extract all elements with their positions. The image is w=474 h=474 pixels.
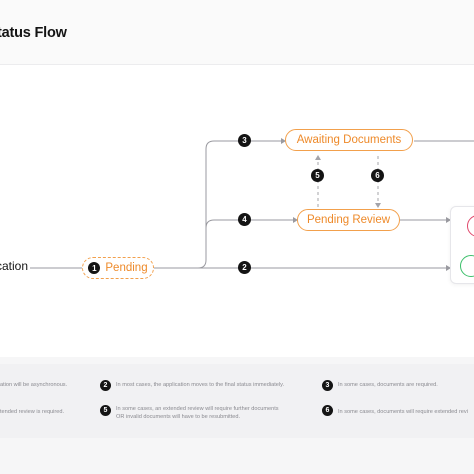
marker-4: 4 [238, 213, 251, 226]
node-pending[interactable]: 1 Pending [82, 257, 154, 279]
final-status-card [450, 206, 474, 284]
arrow-final [446, 265, 451, 271]
connector-branch [154, 140, 285, 269]
marker-2: 2 [238, 261, 251, 274]
marker-3: 3 [238, 134, 251, 147]
arrow-awaiting [281, 138, 286, 144]
node-pending-review-label: Pending Review [306, 214, 391, 226]
legend-text-6: In some cases, documents will require ex… [338, 409, 468, 415]
node-pending-label: Pending [105, 262, 148, 274]
legend-text-4: tended review is required. [0, 409, 65, 415]
legend-text-5: In some cases, an extended review will r… [116, 406, 279, 420]
page-title: tatus Flow [0, 25, 67, 41]
arrow-review [293, 217, 298, 223]
arrow-up-5 [315, 155, 321, 160]
legend-badge-3: 3 [322, 380, 333, 391]
legend-badge-2: 2 [100, 380, 111, 391]
legend-text-3: In some cases, documents are required. [338, 382, 438, 388]
marker-6: 6 [371, 169, 384, 182]
legend-panel: ation will be asynchronous. tended revie… [0, 364, 474, 438]
application-label: cation [0, 259, 29, 273]
approved-status-icon [460, 255, 474, 277]
connector-review [205, 219, 297, 229]
header-bar: tatus Flow [0, 0, 474, 65]
arrow-review-right [446, 217, 451, 223]
step-badge-1: 1 [88, 262, 101, 274]
node-awaiting-documents[interactable]: Awaiting Documents [285, 129, 413, 151]
arrow-down-6 [375, 203, 381, 208]
marker-5: 5 [311, 169, 324, 182]
legend-text-2: In most cases, the application moves to … [116, 382, 285, 388]
node-awaiting-documents-label: Awaiting Documents [296, 134, 402, 146]
legend-text-1: ation will be asynchronous. [0, 382, 68, 388]
node-pending-review[interactable]: Pending Review [297, 209, 400, 231]
legend-badge-6: 6 [322, 405, 333, 416]
declined-status-icon [467, 215, 474, 237]
legend-badge-5: 5 [100, 405, 111, 416]
